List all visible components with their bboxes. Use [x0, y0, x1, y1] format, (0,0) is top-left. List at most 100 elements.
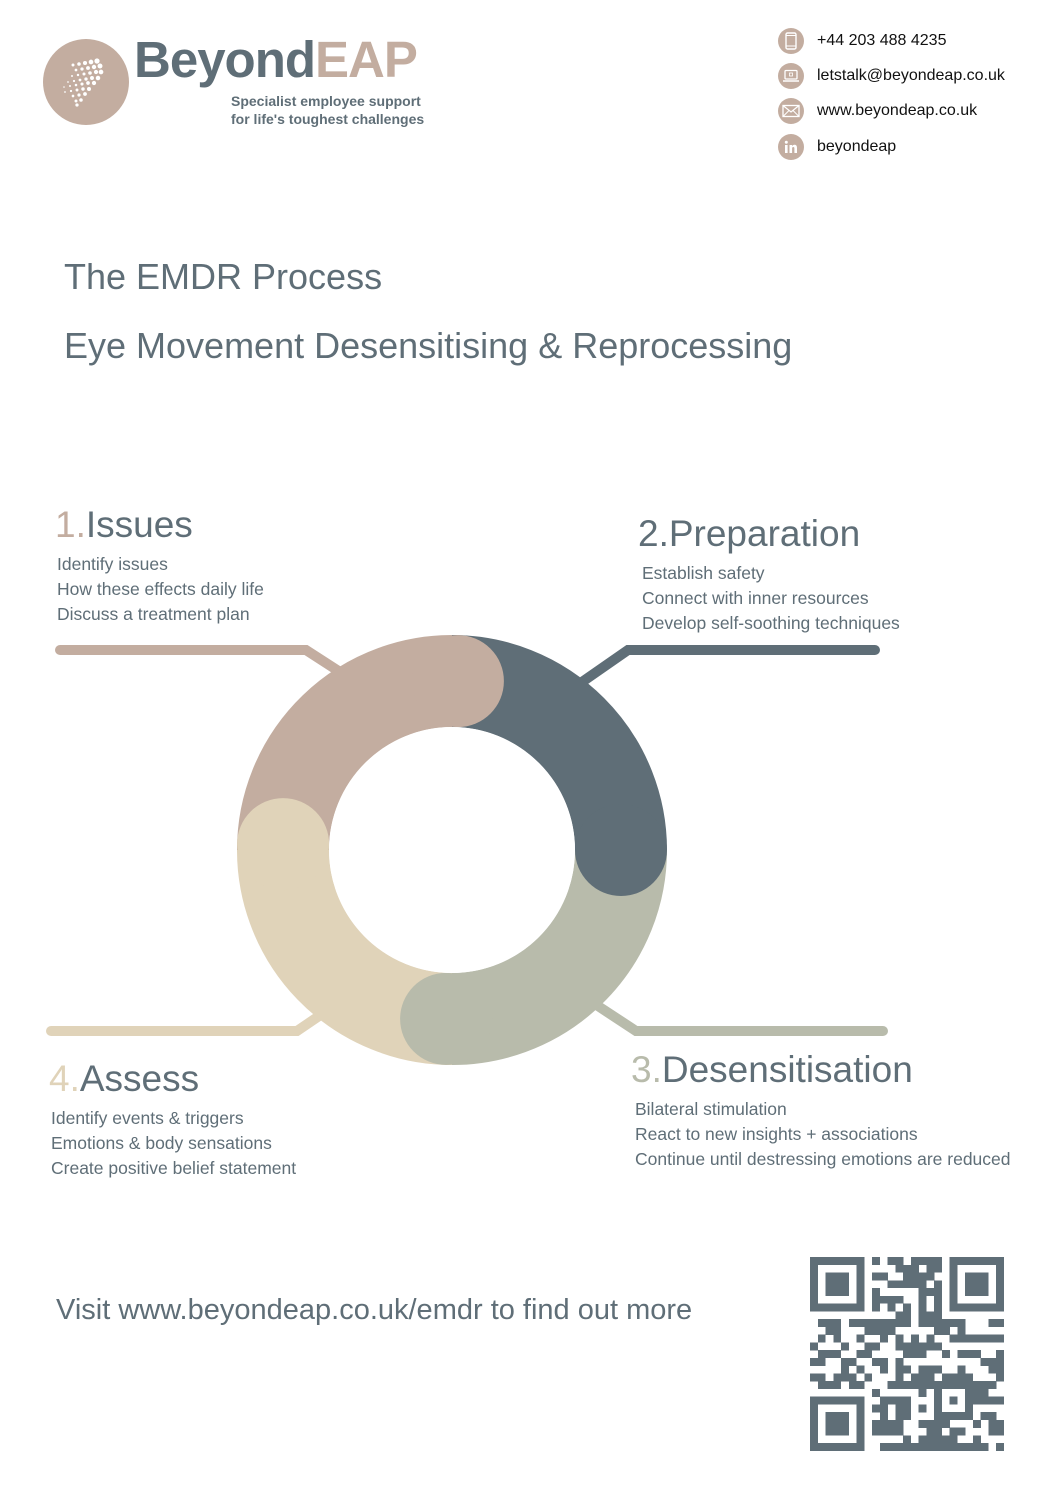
contact-phone[interactable]: +44 203 488 4235 [778, 28, 946, 54]
qr-module [965, 1272, 974, 1281]
ring-cap-preparation [575, 804, 667, 896]
qr-module [972, 1443, 981, 1451]
contact-phone-text: +44 203 488 4235 [817, 32, 947, 49]
qr-module [965, 1412, 974, 1421]
qr-module [903, 1412, 912, 1421]
qr-module [817, 1396, 826, 1405]
qr-module [833, 1334, 842, 1343]
logo-dot [97, 63, 103, 69]
qr-module [972, 1381, 981, 1390]
contact-email[interactable]: letstalk@beyondeap.co.uk [778, 63, 1005, 89]
step-title: Assess [79, 1058, 200, 1099]
qr-module [895, 1334, 904, 1343]
qr-module [841, 1443, 849, 1451]
qr-module [980, 1381, 989, 1390]
qr-module [965, 1404, 974, 1413]
qr-module [879, 1319, 888, 1327]
logo-dot [88, 59, 94, 65]
logo-dot [67, 81, 69, 83]
qr-module [965, 1334, 974, 1343]
qr-module [848, 1357, 857, 1366]
qr-module [926, 1373, 935, 1382]
qr-module [949, 1272, 958, 1281]
qr-module [856, 1295, 865, 1304]
qr-module [856, 1427, 865, 1436]
step-number: 2. [638, 513, 669, 554]
qr-module [934, 1295, 943, 1304]
ring-cap-assess [237, 798, 330, 891]
qr-module [934, 1388, 943, 1397]
qr-module [879, 1396, 888, 1405]
contact-website[interactable]: www.beyondeap.co.uk [778, 98, 977, 124]
qr-module [980, 1257, 989, 1265]
qr-module [957, 1303, 966, 1312]
qr-module [825, 1443, 834, 1451]
connector-step-4 [46, 1009, 327, 1036]
qr-module [926, 1443, 935, 1451]
qr-module [833, 1280, 842, 1289]
step-title: Preparation [668, 513, 861, 554]
qr-module [941, 1443, 950, 1451]
qr-module [810, 1412, 818, 1421]
qr-module [856, 1404, 865, 1413]
qr-module [941, 1412, 950, 1421]
qr-module [926, 1427, 935, 1436]
qr-module [934, 1280, 943, 1289]
qr-module [949, 1412, 958, 1421]
qr-module [957, 1443, 966, 1451]
qr-module [817, 1350, 826, 1359]
qr-module [810, 1288, 818, 1296]
qr-module [872, 1357, 880, 1366]
qr-module [833, 1319, 842, 1327]
qr-module [833, 1350, 842, 1359]
tagline-line-2: for life's toughest challenges [231, 111, 425, 127]
step-number: 3. [631, 1049, 662, 1090]
qr-module [864, 1326, 873, 1335]
qr-module [934, 1342, 943, 1351]
logo-dot [91, 64, 97, 70]
qr-module [972, 1303, 981, 1312]
dotted-arrow-icon [63, 58, 104, 107]
qr-module [918, 1404, 927, 1413]
laptop-icon [778, 63, 804, 89]
qr-module [879, 1334, 888, 1343]
qr-module [957, 1319, 966, 1327]
qr-module [957, 1427, 966, 1436]
qr-module [872, 1427, 880, 1436]
qr-module [872, 1342, 880, 1351]
qr-module [934, 1365, 943, 1374]
qr-module [918, 1373, 927, 1382]
qr-module [918, 1311, 927, 1320]
qr-module [988, 1334, 997, 1343]
qr-module [972, 1388, 981, 1397]
qr-module [996, 1365, 1004, 1374]
qr-module [972, 1350, 981, 1359]
contact-linkedin[interactable]: beyondeap [778, 134, 896, 160]
qr-module [810, 1435, 818, 1444]
qr-module [872, 1319, 880, 1327]
qr-code-icon[interactable] [810, 1257, 1004, 1451]
qr-module [825, 1272, 834, 1281]
qr-module [848, 1303, 857, 1312]
qr-module [841, 1280, 849, 1289]
qr-module [934, 1419, 943, 1428]
qr-module [895, 1412, 904, 1421]
qr-module [833, 1288, 842, 1296]
qr-module [988, 1303, 997, 1312]
cta-link-text[interactable]: Visit www.beyondeap.co.uk/emdr to find o… [56, 1294, 693, 1326]
qr-module [949, 1257, 958, 1265]
ring-cap-issues [411, 635, 504, 728]
qr-module [856, 1319, 865, 1327]
qr-module [903, 1350, 912, 1359]
qr-module [996, 1427, 1004, 1436]
qr-module [810, 1396, 818, 1405]
qr-module [918, 1288, 927, 1296]
qr-module [833, 1412, 842, 1421]
qr-module [903, 1280, 912, 1289]
qr-module [879, 1419, 888, 1428]
logo-dot [80, 67, 84, 71]
qr-module [934, 1326, 943, 1335]
logo-dot [91, 80, 97, 86]
qr-module [926, 1365, 935, 1374]
qr-module [949, 1435, 958, 1444]
